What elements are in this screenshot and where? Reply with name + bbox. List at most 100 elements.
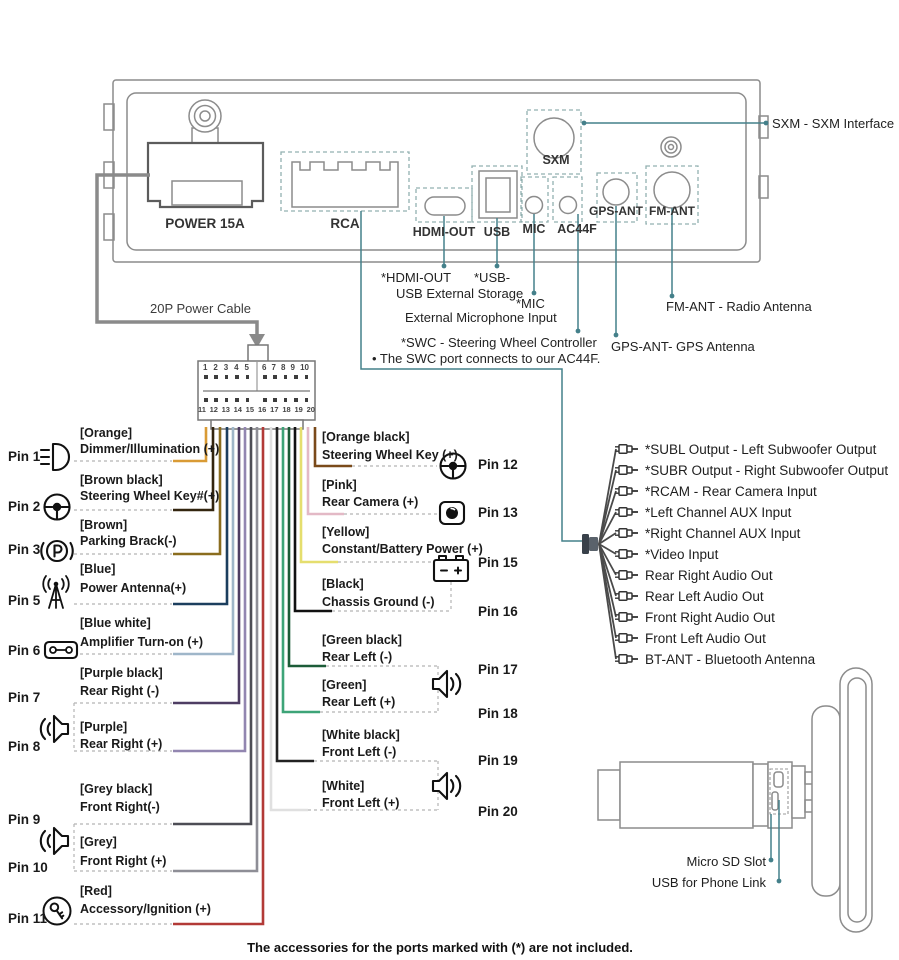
wire-pin3 xyxy=(173,427,222,556)
usb-port xyxy=(471,165,523,223)
sxm-port-label: SXM xyxy=(542,153,570,167)
rca-plug-icon xyxy=(614,527,639,539)
wire-function: Rear Right (-) xyxy=(80,684,160,698)
wire-color-tag: [Purple black] xyxy=(80,666,163,680)
rca-plug-icon xyxy=(614,590,639,602)
wire-pin11 xyxy=(173,427,265,926)
wire-color-tag: [Brown] xyxy=(80,518,128,532)
usb-port-label: USB xyxy=(483,225,511,239)
pin-number: 7 xyxy=(271,363,276,372)
speaker-icon xyxy=(431,771,462,801)
rca-plug-icon xyxy=(614,443,639,455)
rca-output-item: Rear Left Audio Out xyxy=(645,589,764,604)
hdmi-annotation: *HDMI-OUT xyxy=(381,270,452,285)
wire-function: Chassis Ground (-) xyxy=(322,595,435,609)
wire-function: Dimmer/Illumination (+) xyxy=(80,442,220,456)
pin-number: 8 xyxy=(281,363,286,372)
wire-pin17 xyxy=(287,427,326,668)
dimmer-icon xyxy=(39,442,71,472)
rca-output-item: *SUBL Output - Left Subwoofer Output xyxy=(645,442,877,457)
wire-color-tag: [Black] xyxy=(322,577,364,591)
pin-number: 13 xyxy=(221,405,230,414)
connector-pin-pads xyxy=(263,398,308,402)
rca-plug-icon xyxy=(614,548,639,560)
micro-sd-slot xyxy=(773,771,784,788)
wire-color-tag: [White] xyxy=(322,779,365,793)
sxm-port xyxy=(526,109,582,175)
wire-function: Parking Brack(-) xyxy=(80,534,177,548)
pin-number: 10 xyxy=(300,363,309,372)
wire-function: Rear Camera (+) xyxy=(322,495,419,509)
mic-annotation-desc: External Microphone Input xyxy=(405,310,557,325)
wire-pin12 xyxy=(313,427,352,468)
wire-color-tag: [Red] xyxy=(80,884,112,898)
pin-number: 6 xyxy=(262,363,267,372)
wire-pin15 xyxy=(299,427,338,564)
battery-icon xyxy=(432,554,470,583)
pin-label: Pin 1 xyxy=(8,449,41,464)
rca-plug-icon xyxy=(614,653,639,665)
wire-function: Front Left (-) xyxy=(322,745,397,759)
hdmi-port-label: HDMI-OUT xyxy=(412,225,476,239)
power-cable-connector xyxy=(197,344,316,430)
pin-label: Pin 8 xyxy=(8,739,41,754)
wire-color-tag: [Grey] xyxy=(80,835,117,849)
wire-color-tag: [Pink] xyxy=(322,478,357,492)
wire-pin13 xyxy=(306,427,344,516)
pin-label: Pin 10 xyxy=(8,860,48,875)
pin-label: Pin 13 xyxy=(478,505,518,520)
wire-color-tag: [Blue white] xyxy=(80,616,151,630)
wire-pin1 xyxy=(173,427,208,463)
pin-number: 3 xyxy=(223,363,229,372)
usb-phone-link-slot xyxy=(771,791,779,811)
parking-brake-icon xyxy=(40,539,74,563)
mount-tab xyxy=(758,175,769,199)
wire-function: Front Right(-) xyxy=(80,800,160,814)
connector-pin-pads xyxy=(204,398,249,402)
wire-color-tag: [Yellow] xyxy=(322,525,370,539)
wire-function: Steering Wheel Key#(+) xyxy=(80,489,220,503)
wire-pin10 xyxy=(173,427,259,873)
rca-output-item: *RCAM - Rear Camera Input xyxy=(645,484,817,499)
pin-label: Pin 19 xyxy=(478,753,518,768)
wire-pin8 xyxy=(173,427,247,753)
wire-function: Rear Right (+) xyxy=(80,737,163,751)
wire-pin5 xyxy=(173,427,229,606)
footer-note: The accessories for the ports marked wit… xyxy=(247,940,633,955)
ignition-icon xyxy=(42,896,72,926)
amplifier-icon xyxy=(43,640,79,660)
wire-color-tag: [Orange black] xyxy=(322,430,410,444)
pin-label: Pin 6 xyxy=(8,643,41,658)
rca-plug-icon xyxy=(614,611,639,623)
pin-number: 5 xyxy=(244,363,249,372)
speaker-icon xyxy=(431,669,462,699)
rca-output-item: Front Right Audio Out xyxy=(645,610,775,625)
power-port xyxy=(146,99,265,209)
rca-output-item: Front Left Audio Out xyxy=(645,631,766,646)
pin-label: Pin 11 xyxy=(8,911,48,926)
mic-annotation: *MIC xyxy=(516,296,545,311)
speaker-icon xyxy=(39,826,70,856)
wire-color-tag: [Purple] xyxy=(80,720,128,734)
pin-number: 14 xyxy=(233,405,242,414)
ac44f-port-label: AC44F xyxy=(557,222,597,236)
rca-plug-icon xyxy=(614,506,639,518)
pin-number: 1 xyxy=(203,363,208,372)
pin-number: 4 xyxy=(234,363,239,372)
pin-number: 19 xyxy=(294,405,303,414)
pin-label: Pin 12 xyxy=(478,457,518,472)
wire-pin7 xyxy=(173,427,241,705)
mount-tab xyxy=(103,213,115,241)
rca-output-item: *Left Channel AUX Input xyxy=(645,505,792,520)
wire-pin2 xyxy=(173,427,215,512)
sxm-annotation: SXM - SXM Interface xyxy=(772,116,895,131)
pin-label: Pin 17 xyxy=(478,662,518,677)
micro-sd-slot-label: Micro SD Slot xyxy=(686,854,766,869)
port-leader-lines xyxy=(360,120,769,542)
wire-function: Rear Left (+) xyxy=(322,695,396,709)
wire-pin16 xyxy=(293,427,332,613)
